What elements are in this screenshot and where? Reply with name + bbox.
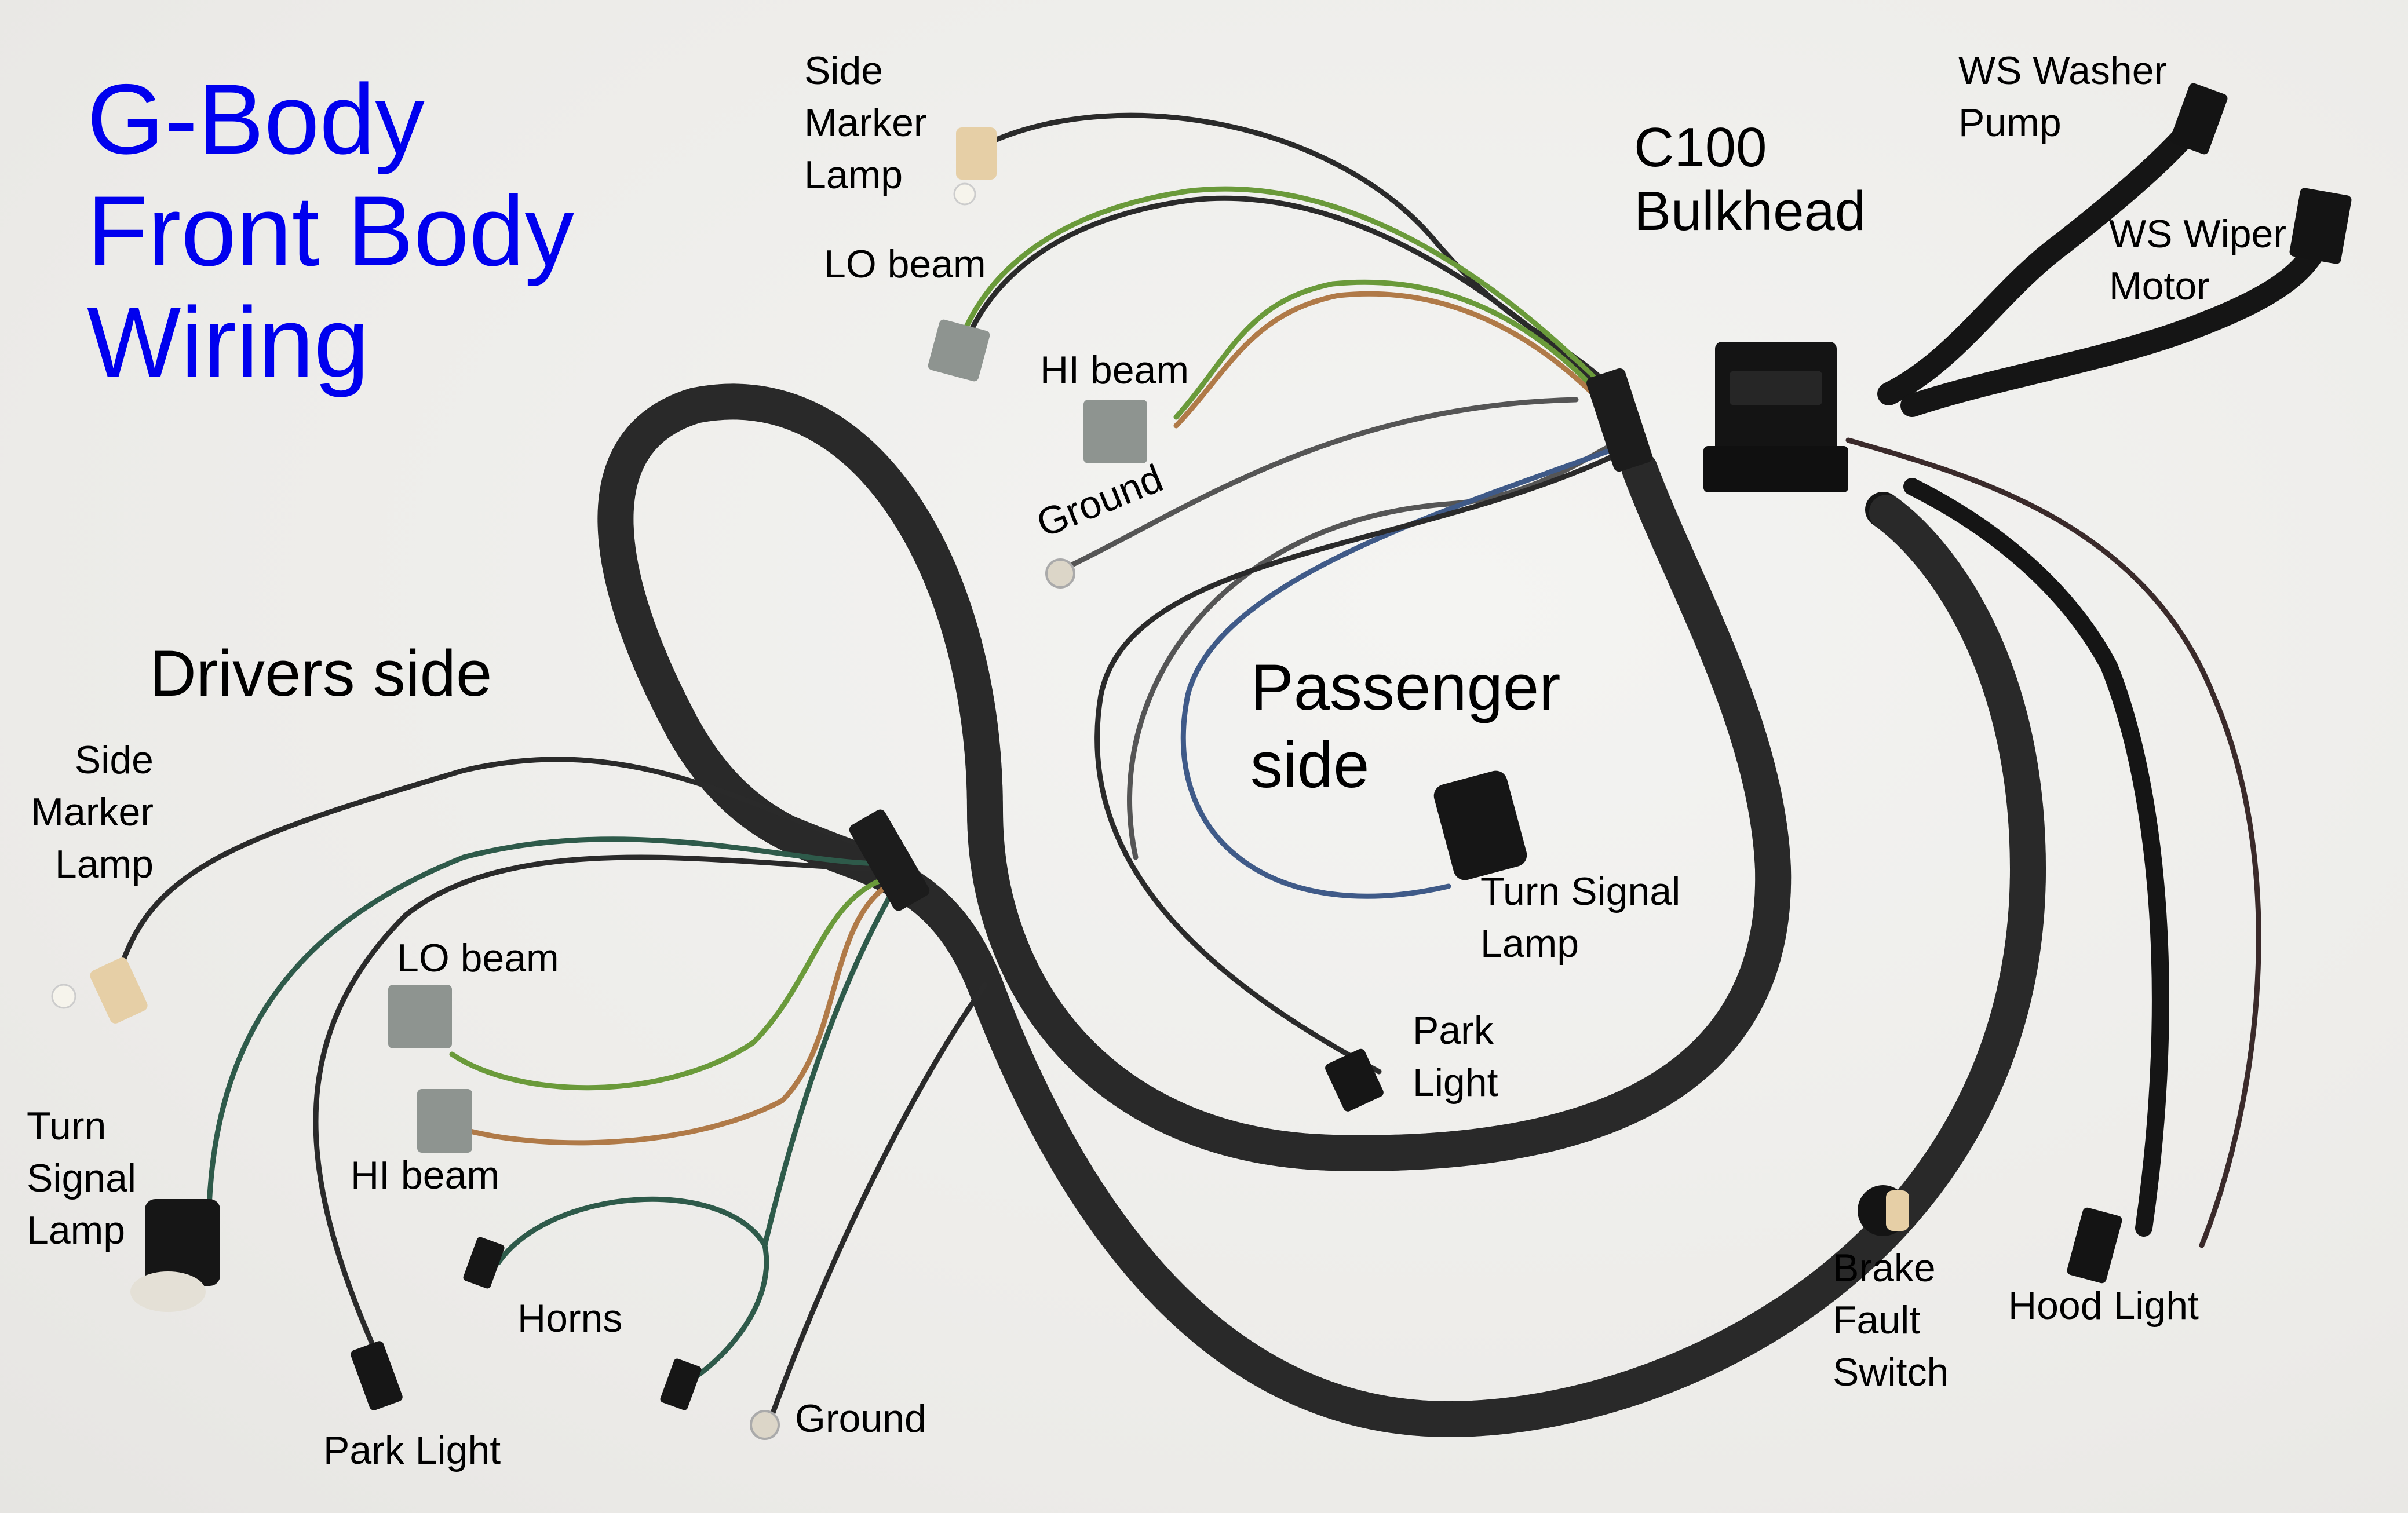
pass-turn-signal-label: Turn Signal Lamp	[1480, 866, 1680, 970]
label-line: C100	[1634, 116, 1767, 178]
park-light-connector	[351, 1341, 403, 1410]
label-line: Side	[804, 49, 884, 93]
label-line: Switch	[1833, 1350, 1949, 1394]
pass-side-marker-label: Side Marker Lamp	[804, 45, 927, 201]
ground-ring	[1045, 558, 1075, 589]
hi-beam-connector	[417, 1089, 472, 1153]
drv-ground-label: Ground	[795, 1397, 926, 1441]
heading-line: Passenger	[1250, 651, 1561, 723]
label-line: WS Washer	[1958, 49, 2168, 93]
label-line: Lamp	[27, 1208, 126, 1252]
side-marker-socket	[90, 957, 148, 1024]
drv-lo-beam-label: LO beam	[397, 936, 559, 980]
label-line: Light	[1413, 1060, 1498, 1105]
label-line: Pump	[1958, 100, 2062, 145]
drv-turn-signal-label: Turn Signal Lamp	[27, 1101, 136, 1256]
pass-park-light-label: Park Light	[1413, 1005, 1498, 1109]
turn-signal-socket	[1433, 770, 1527, 880]
c100-bulkhead-connector	[1703, 342, 1848, 492]
page-title: G-Body Front Body Wiring	[87, 64, 574, 399]
label-line: Lamp	[1480, 921, 1579, 966]
hood-light-label: Hood Light	[2008, 1284, 2199, 1328]
title-line: Front Body	[87, 175, 575, 287]
breakout-clamps	[849, 368, 1652, 911]
wiper-washer-conduits	[1877, 104, 2323, 1237]
c100-bulkhead-label: C100 Bulkhead	[1634, 116, 1866, 244]
label-line: Marker	[804, 100, 927, 145]
side-marker-socket	[956, 127, 997, 180]
title-line: Wiring	[87, 287, 370, 399]
pass-lo-beam-label: LO beam	[824, 242, 986, 286]
label-line: Signal	[27, 1156, 137, 1200]
main-conduit	[597, 383, 2046, 1438]
drv-hi-beam-label: HI beam	[351, 1153, 499, 1197]
label-line: Side	[74, 738, 154, 782]
label-line: Turn Signal	[1480, 869, 1681, 913]
turn-signal-socket	[145, 1199, 220, 1286]
ws-wiper-motor-label: WS Wiper Motor	[2109, 209, 2286, 313]
ws-washer-pump-label: WS Washer Pump	[1958, 45, 2167, 149]
ground-ring	[750, 1410, 780, 1440]
label-line: Bulkhead	[1634, 180, 1866, 243]
label-line: Marker	[31, 790, 154, 834]
side-marker-bulb	[953, 182, 976, 206]
label-line: WS Wiper	[2109, 212, 2286, 256]
driver-connectors	[51, 957, 780, 1440]
label-line: Lamp	[804, 152, 903, 197]
drivers-side-heading: Drivers side	[149, 637, 492, 710]
hi-beam-connector	[1083, 400, 1147, 463]
label-line: Brake	[1833, 1246, 1936, 1290]
lo-beam-connector	[928, 319, 990, 382]
passenger-connectors	[928, 83, 2352, 1284]
hood-light-connector	[2067, 1207, 2122, 1284]
driver-wires	[113, 756, 988, 1422]
drv-park-light-label: Park Light	[323, 1428, 501, 1472]
lo-beam-connector	[388, 985, 452, 1048]
horn-connector-2	[660, 1358, 702, 1410]
drv-side-marker-label: Side Marker Lamp	[17, 734, 154, 890]
label-line: Park	[1413, 1008, 1494, 1052]
title-line: G-Body	[87, 64, 425, 175]
label-line: Lamp	[54, 842, 154, 886]
label-line: Motor	[2109, 264, 2210, 308]
label-line: Turn	[27, 1104, 107, 1148]
label-line: Fault	[1833, 1298, 1921, 1342]
heading-line: side	[1250, 729, 1370, 802]
brake-fault-switch-label: Brake Fault Switch	[1833, 1242, 1949, 1398]
pass-hi-beam-label: HI beam	[1040, 348, 1189, 392]
passenger-side-heading: Passenger side	[1250, 649, 1560, 805]
passenger-wires	[953, 112, 2261, 1248]
drv-horns-label: Horns	[517, 1296, 623, 1340]
horn-connector-1	[463, 1237, 505, 1289]
park-light-connector	[1325, 1048, 1384, 1112]
wiper-connector	[2289, 188, 2352, 264]
washer-connector	[2170, 83, 2228, 155]
